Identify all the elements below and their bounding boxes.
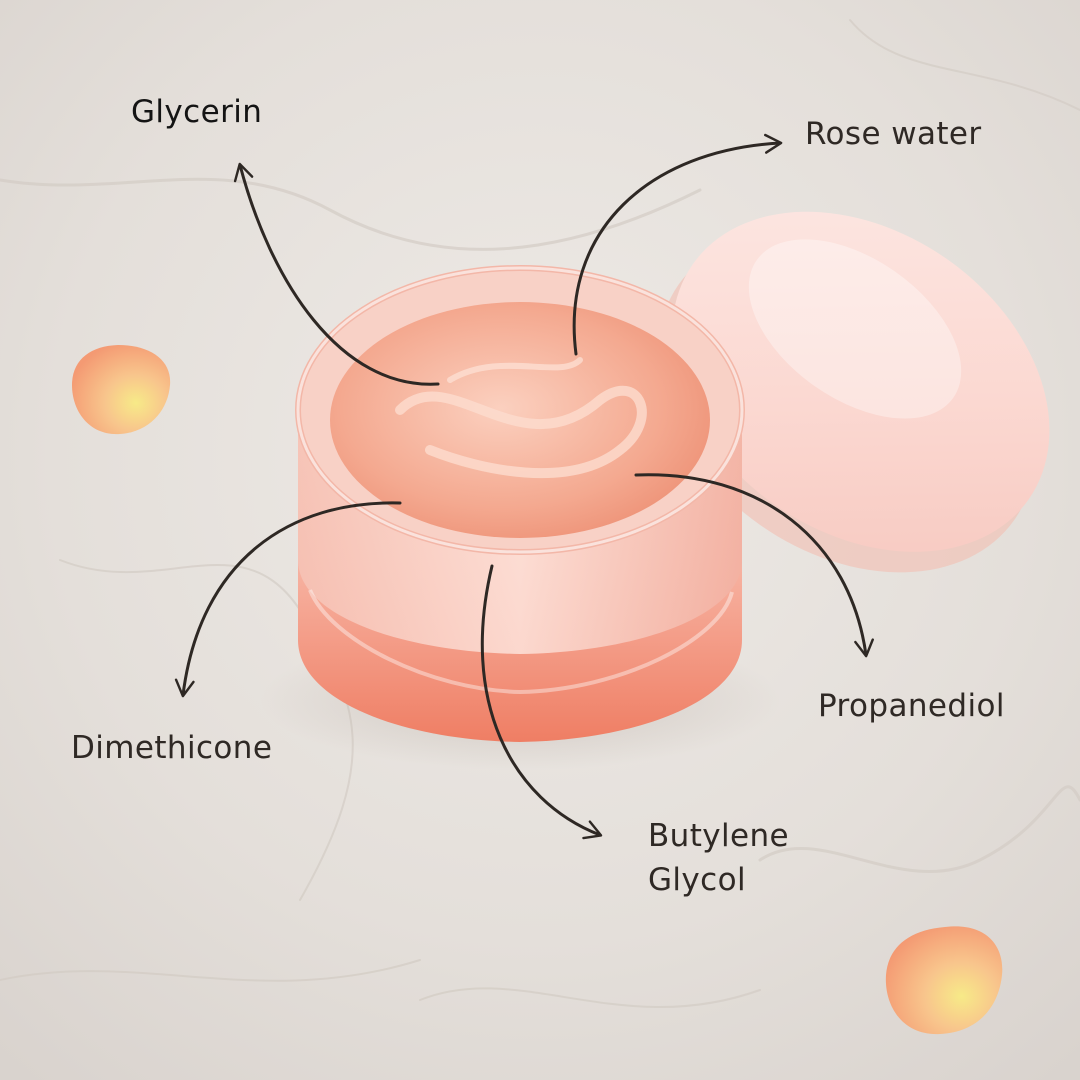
ingredient-label-butylene-glycol: Butylene Glycol: [648, 818, 790, 898]
arrow-propanediol: [634, 473, 874, 658]
ingredient-label-glycerin: Glycerin: [131, 94, 263, 130]
arrow-dimethicone: [174, 501, 402, 698]
jar: [295, 265, 745, 742]
ingredient-label-dimethicone: Dimethicone: [71, 730, 273, 766]
arrow-butylene-glycol: [480, 564, 603, 840]
rose-petal-bottom-right: [885, 926, 1003, 1035]
arrow-glycerin: [233, 162, 440, 386]
jar-lid: [657, 211, 1050, 573]
pointer-arrows: [174, 133, 874, 840]
arrow-rose-water: [572, 133, 783, 356]
rose-petal-left: [72, 345, 171, 435]
ingredient-label-rose-water: Rose water: [805, 116, 982, 152]
ingredient-label-propanediol: Propanediol: [818, 688, 1005, 724]
